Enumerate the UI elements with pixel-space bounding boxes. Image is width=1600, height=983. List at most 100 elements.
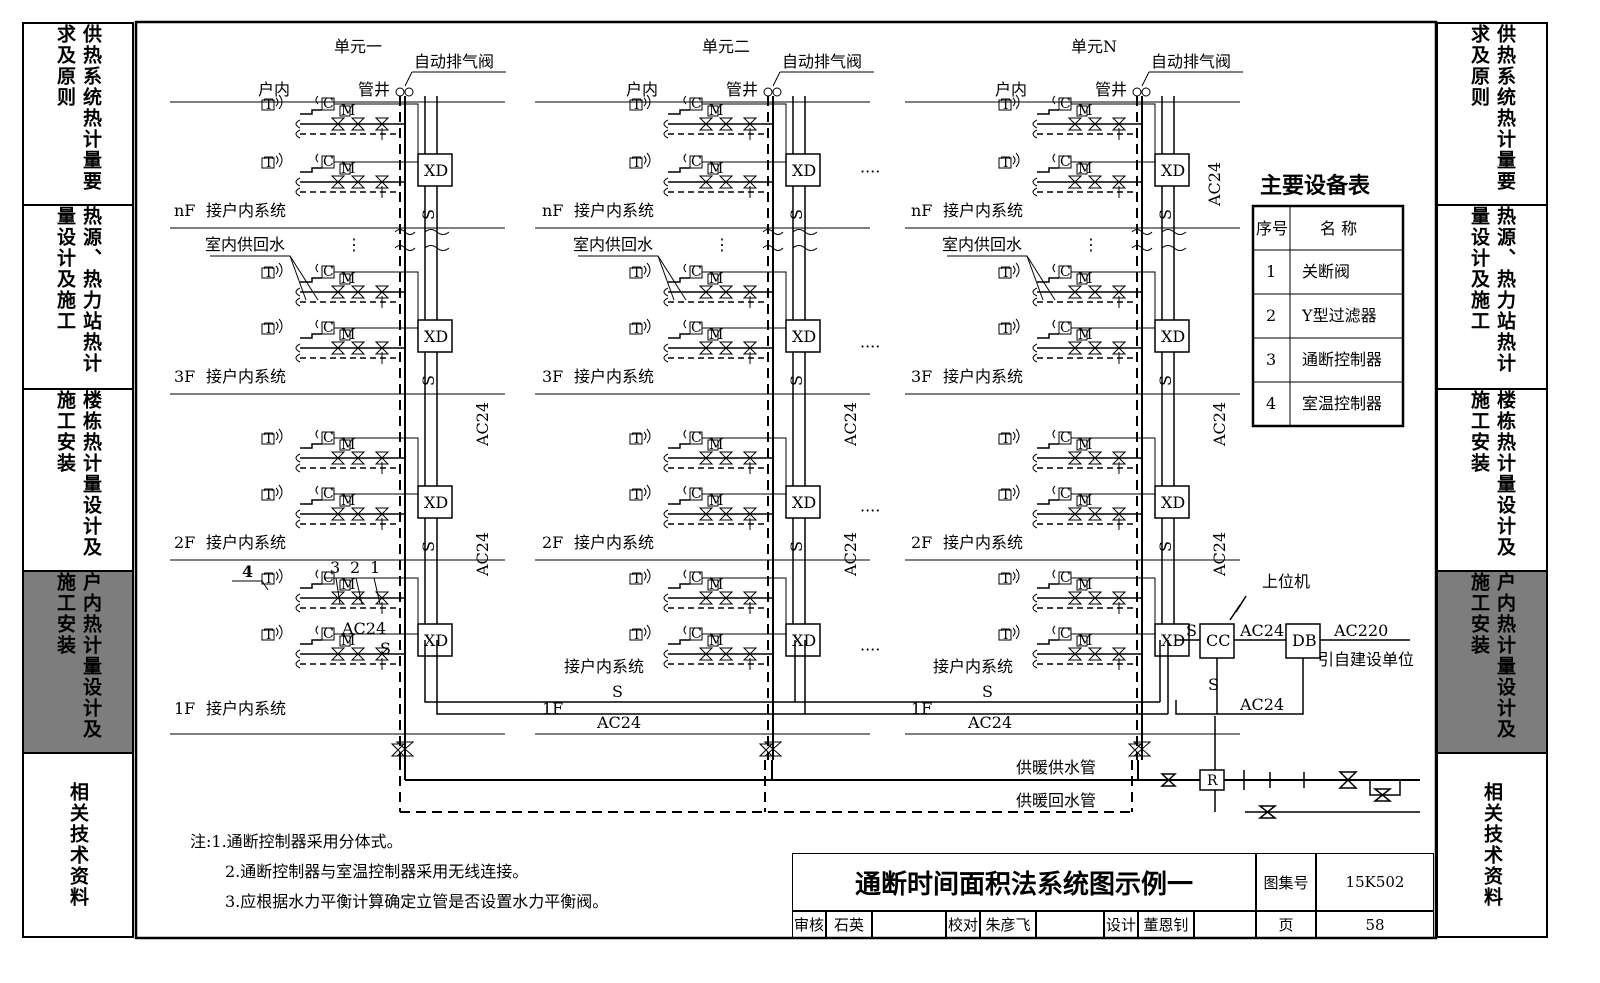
connect-label: 接户内系统 (574, 201, 654, 220)
room-thermostat-letter: T (632, 155, 642, 171)
motor-icon (707, 105, 719, 117)
motor-icon (339, 495, 351, 507)
riser-ac24-label: AC24 (841, 532, 860, 577)
air-valve-label: 自动排气阀 (1151, 52, 1231, 71)
motor-letter: M (341, 577, 355, 593)
unit-name: 单元二 (702, 37, 750, 56)
room-thermostat-letter: T (632, 627, 642, 643)
room-thermostat-icon (998, 629, 1012, 641)
shutoff-valve-icon (1067, 591, 1083, 605)
shutoff-valve-icon (1067, 285, 1083, 299)
side-tab-left-5[interactable]: 相关技术资料 (22, 752, 134, 938)
filter-icon (1087, 507, 1103, 521)
pipe-break (394, 245, 416, 251)
xd-box (417, 319, 453, 353)
pipe-break (1131, 229, 1153, 235)
xd-box (417, 623, 453, 657)
filter-icon (1087, 451, 1103, 465)
checker-signature (1036, 911, 1104, 938)
cc-label: CC (1206, 631, 1230, 650)
side-tab-left-4[interactable]: 户内热计量设计及施工安装 (22, 570, 134, 754)
riser-ac24-label: AC24 (473, 532, 492, 577)
controller-letter: C (1060, 570, 1071, 586)
room-thermostat-icon (629, 573, 643, 585)
filter-icon (1087, 285, 1103, 299)
connect-label: 接户内系统 (933, 657, 1013, 676)
motor-letter: M (709, 161, 723, 177)
filter-icon (718, 285, 734, 299)
xd-label: XD (1161, 327, 1185, 346)
riser-signal-label: S (787, 209, 806, 220)
riser-signal-label: S (419, 209, 438, 220)
shutoff-valve-icon (1111, 285, 1127, 299)
controller-letter: C (1060, 626, 1071, 642)
controller-letter: C (1060, 486, 1071, 502)
motor-letter: M (709, 327, 723, 343)
xd-box (417, 485, 453, 519)
callout-3: 3 (330, 558, 340, 577)
riser-ac24-label: AC24 (473, 402, 492, 447)
controller-letter: C (1060, 154, 1071, 170)
shutoff-valve-icon (374, 117, 390, 131)
xd-box (785, 153, 821, 187)
indoor-label: 户内 (995, 80, 1027, 99)
xd-label: XD (792, 161, 816, 180)
unit-name: 单元N (1071, 37, 1117, 56)
equipment-table-title: 主要设备表 (1260, 173, 1371, 199)
equipment-row-1-name: 关断阀 (1302, 262, 1350, 281)
filter-icon (718, 117, 734, 131)
xd-box (785, 485, 821, 519)
room-thermostat-letter: T (264, 571, 274, 587)
room-thermostat-icon (998, 267, 1012, 279)
room-thermostat-letter: T (632, 97, 642, 113)
room-thermostat-letter: T (264, 265, 274, 281)
motor-letter: M (1078, 271, 1092, 287)
filter-icon (1087, 117, 1103, 131)
title-block-title: 通断时间面积法系统图示例一 (792, 853, 1256, 911)
motor-letter: M (341, 327, 355, 343)
side-tab-right-1[interactable]: 供热系统热计量要求及原则 (1436, 22, 1548, 206)
room-thermostat-icon (629, 267, 643, 279)
control-wire (702, 271, 787, 336)
controller-letter: C (691, 570, 702, 586)
motor-letter: M (1078, 577, 1092, 593)
controller-letter: C (1060, 430, 1071, 446)
xd-label: XD (1161, 161, 1185, 180)
side-tab-right-4[interactable]: 户内热计量设计及施工安装 (1436, 570, 1548, 754)
xd-box (785, 623, 821, 657)
riser-signal-label: S (787, 541, 806, 552)
room-thermostat-letter: T (632, 571, 642, 587)
control-wire (702, 161, 787, 170)
room-thermostat-letter: T (632, 431, 642, 447)
shutoff-valve-icon (374, 451, 390, 465)
atlas-label: 图集号 (1256, 853, 1316, 911)
callout-2: 2 (350, 558, 360, 577)
air-valve-icon (1132, 87, 1142, 97)
supply-main (404, 760, 1420, 781)
motor-icon (707, 439, 719, 451)
trunk-cables (424, 640, 1169, 715)
air-valve-icon (763, 87, 773, 97)
room-thermostat-letter: T (1001, 321, 1011, 337)
page-label: 页 (1256, 911, 1316, 938)
filter-icon (718, 591, 734, 605)
motor-icon (1076, 163, 1088, 175)
connect-label: 接户内系统 (206, 699, 286, 718)
shutoff-valve-icon (374, 341, 390, 355)
motor-letter: M (341, 161, 355, 177)
supply-pipe-label: 供暖供水管 (1016, 758, 1096, 777)
motor-letter: M (1078, 437, 1092, 453)
cable-break (424, 229, 450, 235)
from-owner-label: 引自建设单位 (1318, 650, 1414, 669)
air-valve-label: 自动排气阀 (782, 52, 862, 71)
side-tab-left-1[interactable]: 供热系统热计量要求及原则 (22, 22, 134, 206)
check-label: 校对 (946, 911, 980, 938)
shutoff-valve-icon (698, 117, 714, 131)
controller-letter: C (323, 264, 334, 280)
xd-label: XD (424, 631, 448, 650)
floor-label: 2F (174, 533, 195, 552)
shutoff-valve-icon (1111, 451, 1127, 465)
vertical-dots: ⋮ (714, 235, 730, 254)
